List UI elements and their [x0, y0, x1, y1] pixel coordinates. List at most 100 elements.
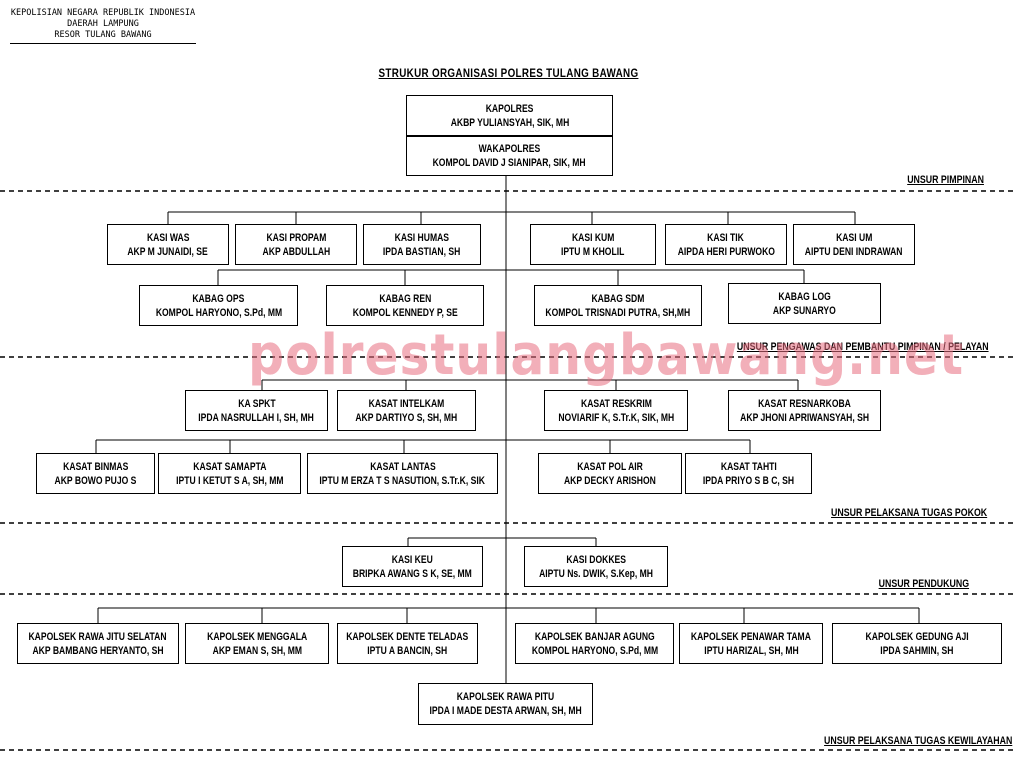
box-title: KAPOLSEK DENTE TELADAS: [346, 630, 469, 643]
box-name: KOMPOL TRISNADI PUTRA, SH,MH: [545, 306, 691, 319]
box-name: IPDA SAHMIN, SH: [880, 644, 954, 657]
box-name: AIPTU DENI INDRAWAN: [805, 245, 903, 258]
kapolsek-dente-teladas-box: KAPOLSEK DENTE TELADAS IPTU A BANCIN, SH: [337, 623, 478, 664]
box-title: KASAT TAHTI: [720, 460, 777, 473]
box-title: KABAG LOG: [778, 290, 831, 303]
kabag-sdm-box: KABAG SDM KOMPOL TRISNADI PUTRA, SH,MH: [534, 285, 702, 326]
box-title: KASI HUMAS: [394, 231, 450, 244]
box-title: KAPOLSEK RAWA JITU SELATAN: [28, 630, 168, 643]
box-name: BRIPKA AWANG S K, SE, MM: [352, 567, 473, 580]
box-name: IPDA BASTIAN, SH: [383, 245, 461, 258]
agency-line-1: KEPOLISIAN NEGARA REPUBLIK INDONESIA: [10, 8, 196, 18]
kapolsek-penawar-tama-box: KAPOLSEK PENAWAR TAMA IPTU HARIZAL, SH, …: [679, 623, 823, 664]
box-name: IPDA I MADE DESTA ARWAN, SH, MH: [429, 705, 582, 717]
box-name: KOMPOL DAVID J SIANIPAR, SIK, MH: [432, 157, 587, 169]
kasat-tahti-box: KASAT TAHTI IPDA PRIYO S B C, SH: [685, 453, 812, 494]
kapolsek-gedung-aji-box: KAPOLSEK GEDUNG AJI IPDA SAHMIN, SH: [832, 623, 1002, 664]
section-label-kewilayahan: UNSUR PELAKSANA TUGAS KEWILAYAHAN: [823, 735, 1012, 747]
box-title: KAPOLSEK BANJAR AGUNG: [534, 630, 655, 643]
box-title: KASAT SAMAPTA: [192, 460, 267, 473]
box-name: KOMPOL KENNEDY P, SE: [352, 306, 458, 319]
kasat-polair-box: KASAT POL AIR AKP DECKY ARISHON: [538, 453, 682, 494]
agency-line-2: DAERAH LAMPUNG: [67, 19, 139, 29]
box-name: IPTU I KETUT S A, SH, MM: [175, 474, 284, 487]
kasi-kum-box: KASI KUM IPTU M KHOLIL: [530, 224, 656, 265]
kasi-dokkes-box: KASI DOKKES AIPTU Ns. DWIK, S.Kep, MH: [524, 546, 668, 587]
box-name: IPDA PRIYO S B C, SH: [702, 474, 795, 487]
box-name: AKP BAMBANG HERYANTO, SH: [32, 644, 164, 657]
site-watermark: polrestulangbawang.net: [248, 323, 964, 388]
box-title: KAPOLSEK MENGGALA: [206, 630, 308, 643]
kasat-resnarkoba-box: KASAT RESNARKOBA AKP JHONI APRIWANSYAH, …: [728, 390, 881, 431]
box-title: KASI DOKKES: [566, 553, 626, 566]
kasi-um-box: KASI UM AIPTU DENI INDRAWAN: [793, 224, 915, 265]
box-title: KASAT POL AIR: [577, 460, 643, 473]
box-name: IPTU A BANCIN, SH: [367, 644, 448, 657]
box-name: AKP DECKY ARISHON: [564, 474, 656, 487]
section-label-pimpinan: UNSUR PIMPINAN: [907, 174, 984, 186]
box-title: KASI PROPAM: [266, 231, 326, 244]
wakapolres-box: WAKAPOLRES KOMPOL DAVID J SIANIPAR, SIK,…: [406, 136, 613, 176]
kasi-keu-box: KASI KEU BRIPKA AWANG S K, SE, MM: [342, 546, 483, 587]
box-title: KASI UM: [835, 231, 873, 244]
box-title: KASAT RESKRIM: [580, 397, 652, 410]
box-title: KA SPKT: [237, 397, 276, 410]
box-title: KASAT INTELKAM: [368, 397, 445, 410]
box-name: AIPDA HERI PURWOKO: [677, 245, 775, 258]
agency-header: KEPOLISIAN NEGARA REPUBLIK INDONESIA DAE…: [10, 8, 196, 44]
box-title: KASAT BINMAS: [62, 460, 129, 473]
box-title: KABAG REN: [379, 292, 431, 305]
box-title: KASI WAS: [146, 231, 190, 244]
box-title: KASI KEU: [392, 553, 433, 566]
ka-spkt-box: KA SPKT IPDA NASRULLAH I, SH, MH: [185, 390, 328, 431]
kasat-intelkam-box: KASAT INTELKAM AKP DARTIYO S, SH, MH: [337, 390, 476, 431]
box-name: AKP BOWO PUJO S: [54, 474, 137, 487]
kabag-ren-box: KABAG REN KOMPOL KENNEDY P, SE: [326, 285, 484, 326]
kasi-propam-box: KASI PROPAM AKP ABDULLAH: [235, 224, 357, 265]
kasi-was-box: KASI WAS AKP M JUNAIDI, SE: [107, 224, 229, 265]
box-name: IPTU M KHOLIL: [561, 245, 625, 258]
box-title: KAPOLSEK PENAWAR TAMA: [691, 630, 811, 643]
kapolsek-menggala-box: KAPOLSEK MENGGALA AKP EMAN S, SH, MM: [185, 623, 329, 664]
box-name: AKP DARTIYO S, SH, MH: [355, 411, 458, 424]
box-name: AKP ABDULLAH: [262, 245, 330, 258]
kapolres-box: KAPOLRES AKBP YULIANSYAH, SIK, MH: [406, 95, 613, 136]
box-name: AKP JHONI APRIWANSYAH, SH: [740, 411, 869, 424]
box-name: AKP EMAN S, SH, MM: [212, 644, 302, 657]
kapolsek-rawa-jitu-box: KAPOLSEK RAWA JITU SELATAN AKP BAMBANG H…: [17, 623, 179, 664]
section-label-pendukung: UNSUR PENDUKUNG: [878, 578, 969, 590]
section-label-pelaksana: UNSUR PELAKSANA TUGAS POKOK: [830, 507, 987, 519]
kapolsek-banjar-agung-box: KAPOLSEK BANJAR AGUNG KOMPOL HARYONO, S.…: [515, 623, 674, 664]
box-title: KASI KUM: [571, 231, 615, 244]
page-title: STRUKUR ORGANISASI POLRES TULANG BAWANG: [378, 66, 639, 80]
box-title: KABAG OPS: [192, 292, 245, 305]
box-name: IPTU HARIZAL, SH, MH: [703, 644, 799, 657]
box-name: AKP SUNARYO: [773, 304, 836, 317]
box-name: IPTU M ERZA T S NASUTION, S.Tr.K, SIK: [319, 474, 486, 487]
box-name: AKP M JUNAIDI, SE: [127, 245, 209, 258]
kasi-tik-box: KASI TIK AIPDA HERI PURWOKO: [665, 224, 787, 265]
box-name: NOVIARIF K, S.Tr.K, SIK, MH: [558, 411, 674, 424]
box-title: KASAT LANTAS: [369, 460, 436, 473]
box-name: KOMPOL HARYONO, S.Pd, MM: [155, 306, 282, 319]
kasat-binmas-box: KASAT BINMAS AKP BOWO PUJO S: [36, 453, 155, 494]
box-title: KAPOLSEK RAWA PITU: [456, 691, 555, 703]
box-title: KAPOLRES: [485, 102, 534, 115]
box-name: IPDA NASRULLAH I, SH, MH: [198, 411, 315, 424]
kabag-ops-box: KABAG OPS KOMPOL HARYONO, S.Pd, MM: [139, 285, 298, 326]
box-name: AIPTU Ns. DWIK, S.Kep, MH: [539, 567, 653, 580]
agency-line-3: RESOR TULANG BAWANG: [54, 30, 152, 40]
box-title: KASAT RESNARKOBA: [758, 397, 851, 410]
kasat-samapta-box: KASAT SAMAPTA IPTU I KETUT S A, SH, MM: [158, 453, 301, 494]
box-title: WAKAPOLRES: [478, 143, 541, 155]
section-label-pengawas: UNSUR PENGAWAS DAN PEMBANTU PIMPINAN / P…: [737, 341, 989, 353]
box-name: AKBP YULIANSYAH, SIK, MH: [450, 116, 569, 129]
box-name: KOMPOL HARYONO, S.Pd, MM: [531, 644, 658, 657]
kabag-log-box: KABAG LOG AKP SUNARYO: [728, 283, 881, 324]
kapolsek-rawa-pitu-box: KAPOLSEK RAWA PITU IPDA I MADE DESTA ARW…: [418, 683, 593, 725]
kasat-lantas-box: KASAT LANTAS IPTU M ERZA T S NASUTION, S…: [307, 453, 498, 494]
kasi-humas-box: KASI HUMAS IPDA BASTIAN, SH: [363, 224, 481, 265]
kasat-reskrim-box: KASAT RESKRIM NOVIARIF K, S.Tr.K, SIK, M…: [544, 390, 688, 431]
box-title: KABAG SDM: [591, 292, 645, 305]
